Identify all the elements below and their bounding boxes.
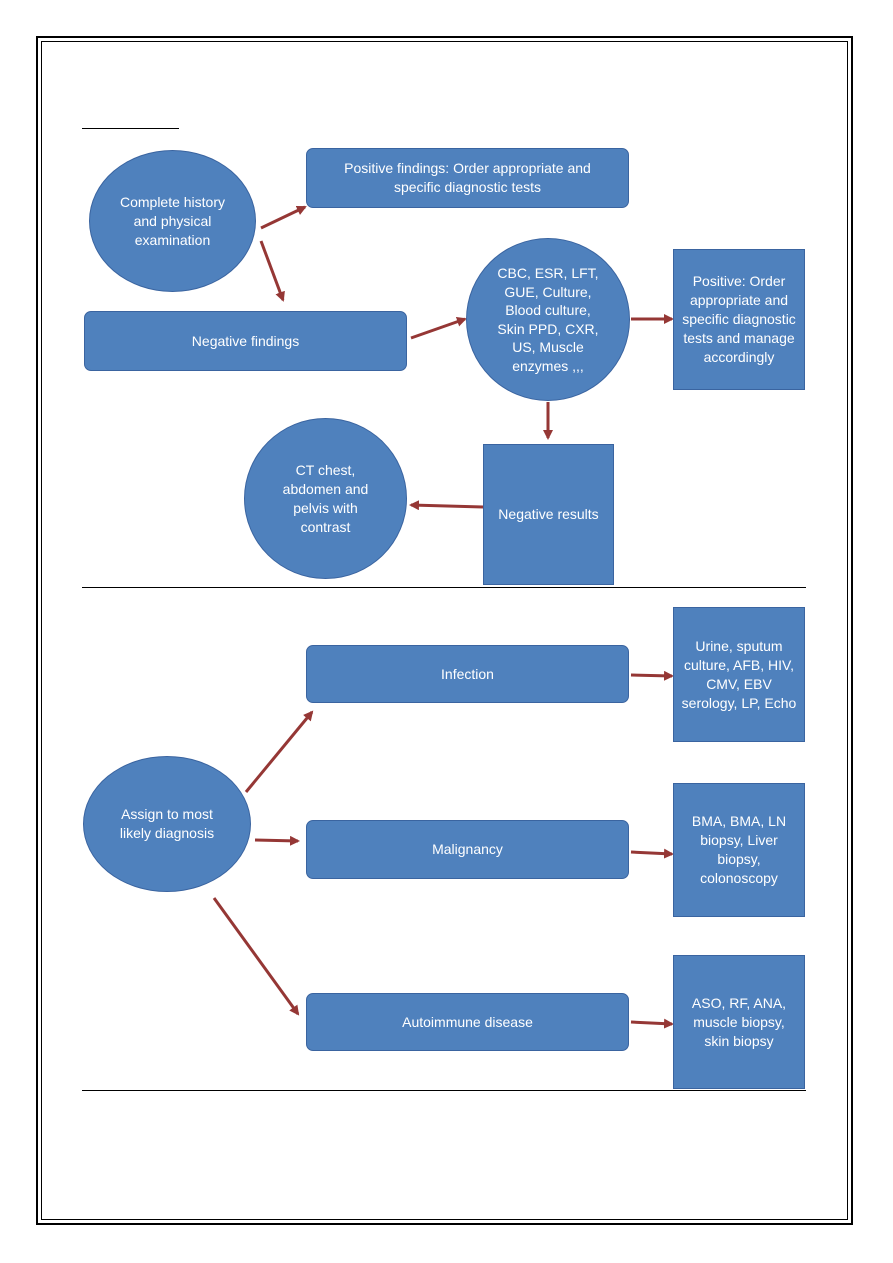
assign-diagnosis-label: Assign to most likely diagnosis <box>119 806 215 841</box>
autoimmune-node: Autoimmune disease <box>306 993 629 1051</box>
autoimmune-tests-label: ASO, RF, ANA, muscle biopsy, skin biopsy <box>691 994 787 1049</box>
arrow-autoimmune-to-tests <box>630 1018 674 1029</box>
ct-scan-label: CT chest, abdomen and pelvis with contra… <box>282 461 369 535</box>
heading-underline <box>82 128 179 129</box>
negative-findings-label: Negative findings <box>191 332 300 349</box>
ct-scan-node: CT chest, abdomen and pelvis with contra… <box>244 418 407 579</box>
arrow-negative-results-to-ct <box>409 500 484 511</box>
labs-label: CBC, ESR, LFT, GUE, Culture, Blood cultu… <box>497 265 599 374</box>
arrow-negative-to-labs <box>410 316 467 340</box>
infection-tests-node: Urine, sputum culture, AFB, HIV, CMV, EB… <box>673 607 805 742</box>
arrow-assign-to-malignancy <box>254 835 300 846</box>
section-divider-top <box>82 587 806 588</box>
history-exam-node: Complete history and physical examinatio… <box>89 150 256 292</box>
infection-node: Infection <box>306 645 629 703</box>
arrow-history-to-positive <box>260 205 307 230</box>
positive-findings-label: Positive findings: Order appropriate and… <box>344 160 591 195</box>
labs-node: CBC, ESR, LFT, GUE, Culture, Blood cultu… <box>466 238 630 401</box>
malignancy-node: Malignancy <box>306 820 629 879</box>
positive-order-label: Positive: Order appropriate and specific… <box>682 273 796 365</box>
negative-findings-node: Negative findings <box>84 311 407 371</box>
arrow-assign-to-infection <box>244 710 314 793</box>
malignancy-tests-label: BMA, BMA, LN biopsy, Liver biopsy, colon… <box>691 813 787 886</box>
arrow-history-to-negative <box>259 240 285 302</box>
negative-results-node: Negative results <box>483 444 614 585</box>
malignancy-tests-node: BMA, BMA, LN biopsy, Liver biopsy, colon… <box>673 783 805 917</box>
infection-label: Infection <box>441 665 494 682</box>
page-border-inner <box>41 41 848 1220</box>
arrow-malignancy-to-tests <box>630 848 674 859</box>
page-border-outer <box>36 36 853 1225</box>
malignancy-label: Malignancy <box>432 841 503 857</box>
autoimmune-tests-node: ASO, RF, ANA, muscle biopsy, skin biopsy <box>673 955 805 1089</box>
positive-order-node: Positive: Order appropriate and specific… <box>673 249 805 390</box>
history-exam-label: Complete history and physical examinatio… <box>119 193 226 248</box>
arrow-assign-to-autoimmune <box>212 897 300 1016</box>
infection-tests-label: Urine, sputum culture, AFB, HIV, CMV, EB… <box>681 637 797 711</box>
negative-results-label: Negative results <box>498 506 599 522</box>
autoimmune-label: Autoimmune disease <box>402 1013 533 1030</box>
section-divider-bottom <box>82 1090 806 1091</box>
positive-findings-node: Positive findings: Order appropriate and… <box>306 148 629 208</box>
arrow-infection-to-tests <box>630 670 674 681</box>
assign-diagnosis-node: Assign to most likely diagnosis <box>83 756 251 892</box>
